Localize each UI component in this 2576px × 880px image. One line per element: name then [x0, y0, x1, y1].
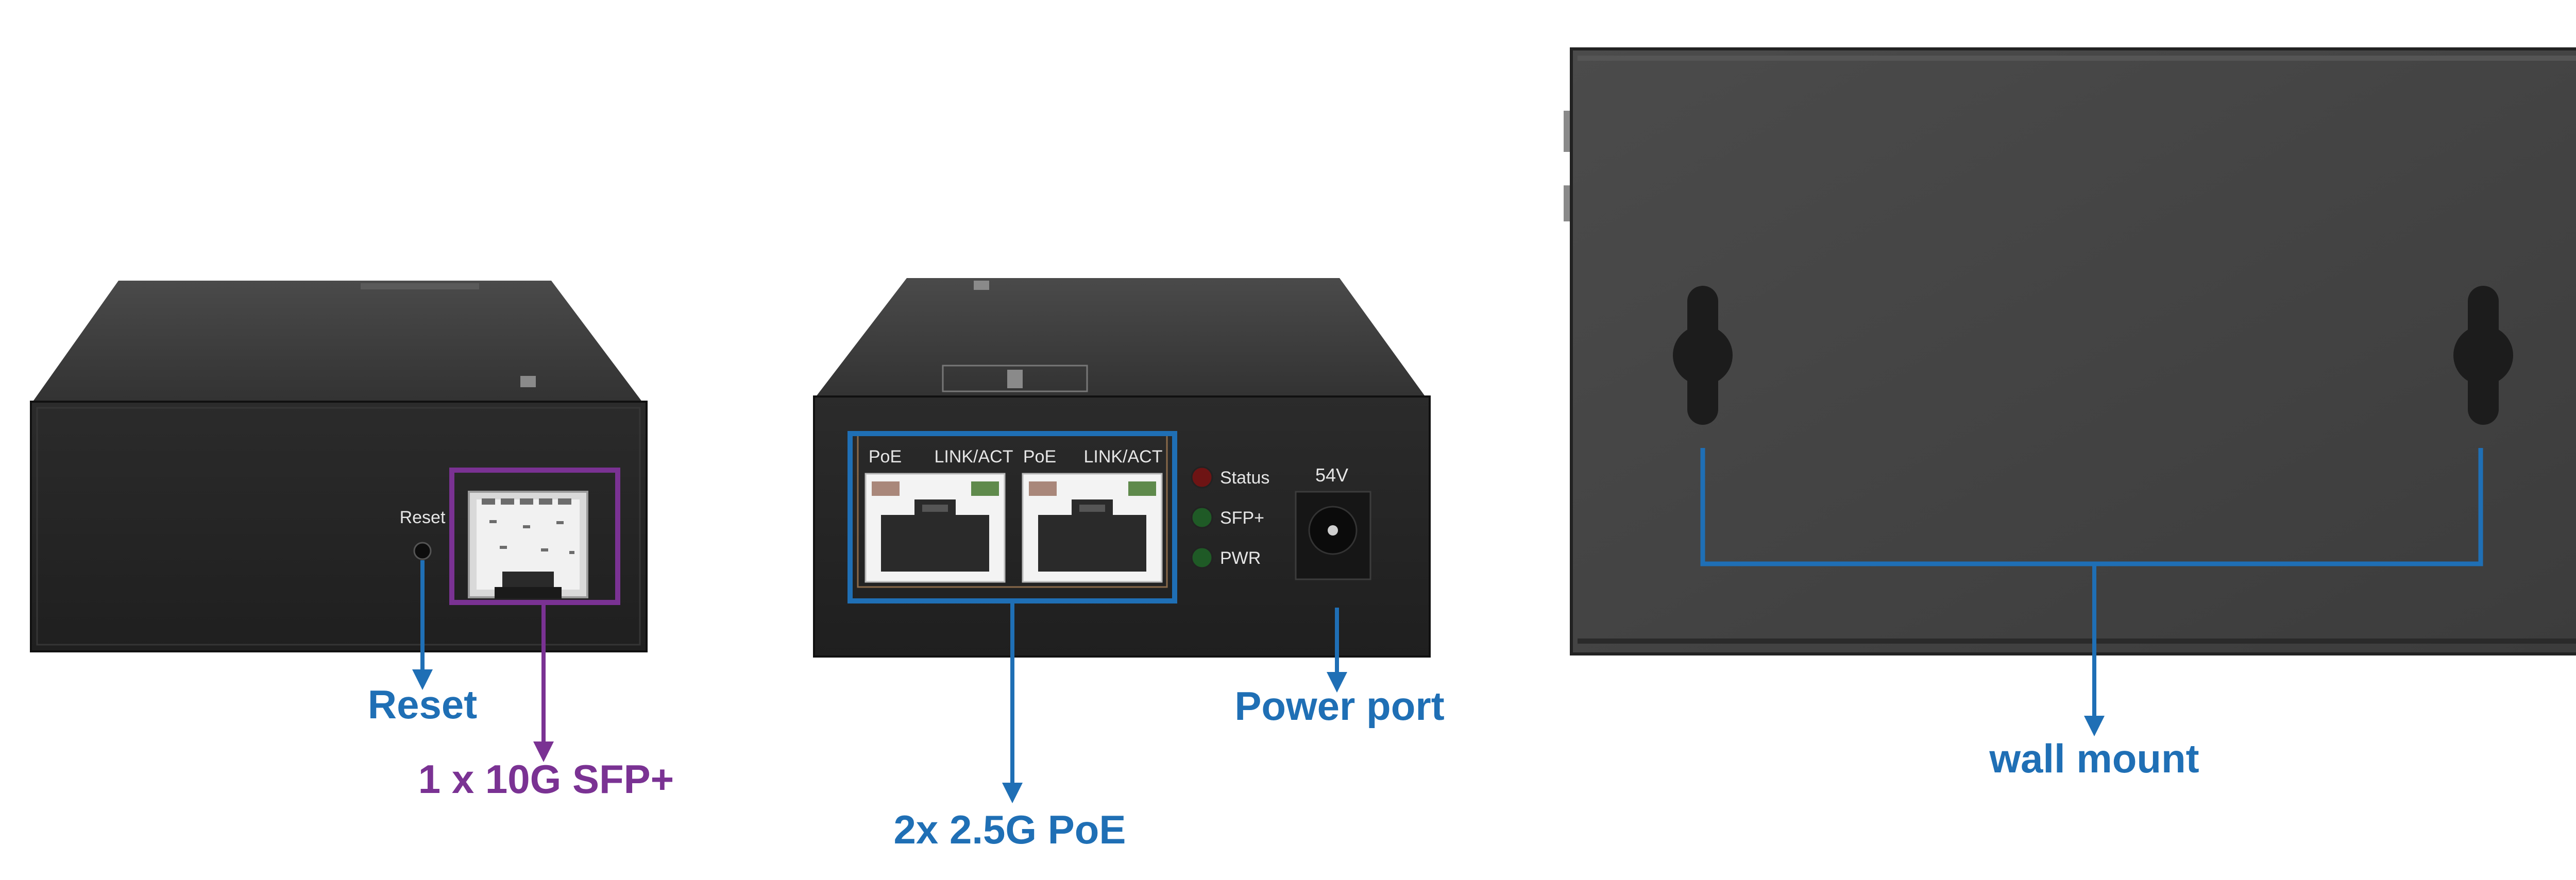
- rj45-port-icon: [865, 473, 1006, 583]
- status-led-label: Status: [1220, 468, 1269, 488]
- sfp-cage-icon: [468, 491, 588, 598]
- led-indicator-icon: [1191, 506, 1213, 529]
- sfp-callout: 1 x 10G SFP+: [418, 756, 674, 802]
- port1-link-act-label: LINK/ACT: [934, 447, 1013, 467]
- sfp-led-label: SFP+: [1220, 508, 1264, 528]
- device-sfp-side: Reset: [30, 281, 648, 652]
- wall-mount-callout: wall mount: [1989, 736, 2199, 781]
- led-indicator-icon: [1191, 466, 1213, 489]
- port2-link-act-label: LINK/ACT: [1083, 447, 1162, 467]
- dc-jack-icon: [1295, 491, 1371, 580]
- reset-panel-label: Reset: [400, 508, 446, 527]
- sfp-highlight-box: [449, 468, 620, 605]
- device-back-wall-mount: [1564, 47, 2576, 655]
- poe-highlight-box: [848, 431, 1177, 603]
- voltage-label: 54V: [1315, 464, 1348, 486]
- led-indicator-icon: [1191, 546, 1213, 569]
- keyhole-slot-icon: [1673, 286, 1733, 425]
- port1-poe-label: PoE: [869, 447, 902, 467]
- port2-poe-label: PoE: [1023, 447, 1056, 467]
- poe-callout: 2x 2.5G PoE: [894, 807, 1126, 852]
- power-callout: Power port: [1234, 683, 1444, 729]
- rj45-port-icon: [1022, 473, 1163, 583]
- reset-callout: Reset: [368, 682, 477, 727]
- keyhole-slot-icon: [2453, 286, 2513, 425]
- device-poe-front: PoE LINK/ACT PoE LINK/ACT Status SFP+ PW…: [813, 278, 1431, 658]
- pwr-led-label: PWR: [1220, 548, 1261, 568]
- reset-button[interactable]: [413, 542, 432, 560]
- wall-mount-bracket: [1700, 448, 2483, 566]
